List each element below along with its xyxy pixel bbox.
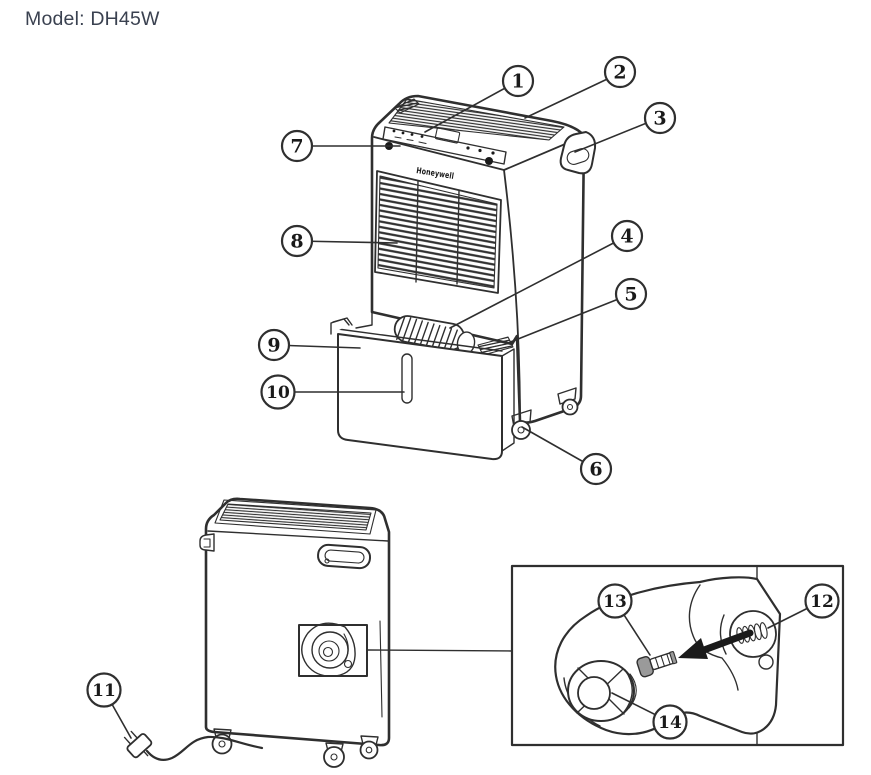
leader-line-4 [449, 235, 628, 329]
callout-9: 9 [257, 328, 291, 362]
rear-view-figure [123, 497, 391, 768]
callout-14: 14 [652, 704, 688, 740]
side-handle [559, 131, 597, 175]
front-caster [511, 420, 531, 440]
front-top-edge [373, 136, 505, 171]
callout-12: 12 [804, 583, 840, 619]
top-vent-frame [214, 499, 377, 535]
page-title: Model: DH45W [25, 8, 160, 30]
drain-hole [729, 610, 777, 658]
svg-text:3: 3 [653, 108, 666, 130]
drain-plug [636, 650, 678, 678]
svg-text:8: 8 [290, 231, 303, 253]
svg-text:6: 6 [589, 459, 602, 481]
top-vent-rear [219, 503, 372, 531]
direction-arrow [678, 629, 754, 659]
svg-text:10: 10 [266, 383, 290, 403]
svg-text:4: 4 [620, 226, 633, 248]
water-level-window [401, 353, 413, 404]
svg-text:9: 9 [267, 335, 280, 357]
control-panel [382, 126, 507, 165]
top-air-vent [388, 98, 565, 141]
leader-line-8 [296, 240, 398, 244]
top-edge-line [207, 530, 389, 542]
callout-4: 4 [610, 219, 644, 253]
callout-3: 3 [643, 101, 677, 135]
power-cord [145, 735, 264, 761]
rear-handle [317, 543, 372, 570]
rear-caster [561, 398, 579, 416]
callout-2: 2 [603, 55, 637, 89]
leader-line-1 [424, 80, 519, 133]
corner-clip [199, 533, 215, 552]
front-right-edge [503, 169, 521, 421]
screw-hole [758, 654, 774, 670]
unit-body-rear [204, 497, 391, 747]
leader-line-5 [507, 293, 632, 344]
svg-text:2: 2 [613, 62, 626, 84]
drain-cap [567, 660, 637, 722]
callout-6: 6 [579, 452, 613, 486]
svg-text:5: 5 [624, 284, 637, 306]
svg-text:1: 1 [511, 71, 524, 93]
callout-11: 11 [86, 672, 122, 708]
callout-8: 8 [280, 224, 314, 258]
front-figure-casters [511, 387, 579, 440]
panel-seam [379, 620, 383, 718]
callout-5: 5 [614, 277, 648, 311]
svg-text:14: 14 [658, 713, 682, 733]
svg-text:7: 7 [290, 136, 303, 158]
svg-text:12: 12 [810, 592, 834, 612]
svg-text:11: 11 [92, 681, 116, 701]
rear-figure-casters [211, 728, 379, 768]
callout-10: 10 [260, 374, 296, 410]
callout-1: 1 [501, 64, 535, 98]
rear-vent [477, 336, 514, 356]
drain-outlet-area [301, 622, 356, 677]
display-window [434, 127, 461, 144]
power-plug [123, 730, 153, 759]
water-tank [330, 318, 515, 461]
callout-7: 7 [280, 129, 314, 163]
svg-text:13: 13 [603, 592, 627, 612]
indicator-dot [485, 157, 493, 165]
leader-line-2 [524, 72, 621, 119]
callout-13: 13 [597, 583, 633, 619]
front-view-figure: Honeywell [330, 94, 597, 461]
corner-vent [394, 98, 420, 114]
front-grille [374, 170, 502, 294]
inset-connector-line [366, 649, 513, 652]
